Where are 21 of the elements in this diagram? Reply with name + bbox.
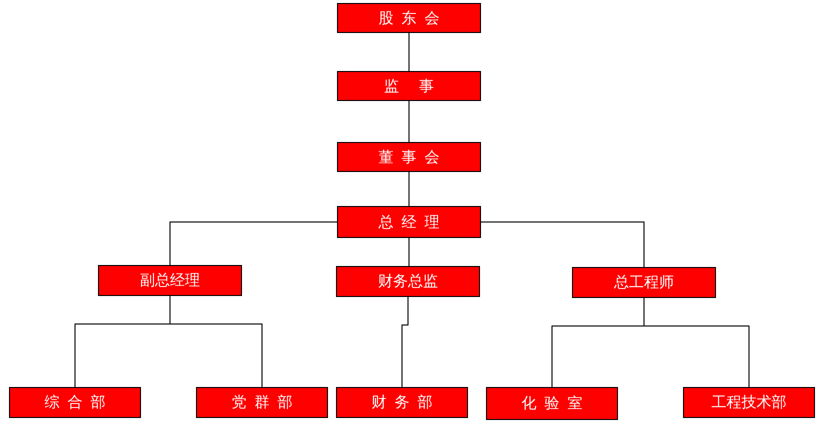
connector-line <box>170 296 262 388</box>
org-box: 总经理 <box>337 206 481 238</box>
connector-line <box>408 32 410 72</box>
connector-line <box>408 100 410 142</box>
org-box: 财务总监 <box>336 266 480 297</box>
connector-line <box>408 238 410 266</box>
connector-line <box>644 298 750 388</box>
org-box: 工程技术部 <box>683 387 815 418</box>
org-box: 综合部 <box>9 387 141 418</box>
org-box: 监事 <box>337 71 481 101</box>
org-box: 董事会 <box>337 142 481 172</box>
connector-line <box>402 296 408 388</box>
connector-line <box>170 222 338 266</box>
connector-line <box>408 172 410 206</box>
org-box: 党群部 <box>196 387 328 418</box>
connector-line <box>480 222 644 268</box>
org-box: 股东会 <box>337 3 481 33</box>
org-box: 副总经理 <box>98 265 242 296</box>
org-box: 总工程师 <box>572 267 716 298</box>
org-box: 化验室 <box>486 387 618 420</box>
org-box: 财务部 <box>336 387 468 418</box>
